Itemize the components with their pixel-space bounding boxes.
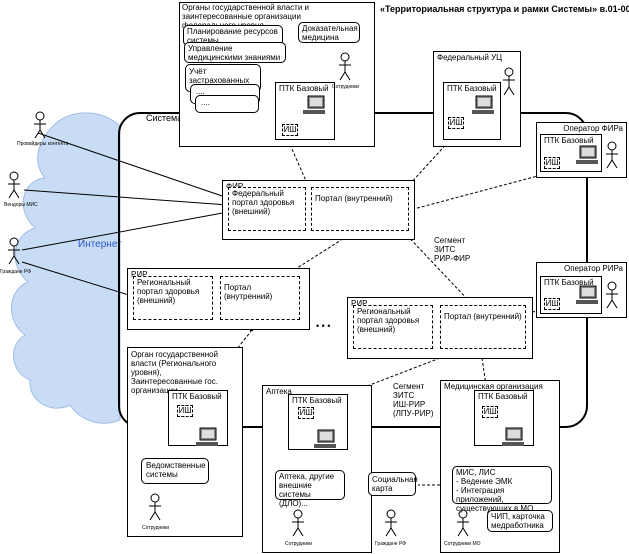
arrow-mis-vendors [23, 189, 229, 206]
ish-operator-fir: ИШ [544, 157, 560, 169]
internet-label: Интернет [78, 239, 122, 250]
ish-federal-orgs: ИШ [282, 124, 298, 136]
fir-internal-portal: Портал (внутренний) [311, 187, 409, 231]
ish-operator-rir: ИШ [544, 298, 560, 310]
actor-label: Граждане РФ [375, 541, 407, 547]
diagram-title: «Территориальная структура и рамки Систе… [380, 4, 629, 14]
pharmacy-group: Аптека [262, 385, 372, 553]
mis-lis: МИС, ЛИС - Ведение ЭМК - Интеграция прил… [452, 466, 552, 513]
system-label: Система [146, 113, 183, 123]
actor-label: Вендоры МИС [4, 202, 38, 208]
rir2-internal-portal: Портал (внутренний) [440, 305, 526, 349]
actor-label: Граждане РФ [0, 269, 32, 275]
fir-external-portal: Федеральный портал здоровья (внешний) [228, 187, 306, 231]
actor-label: Провайдеры контента [17, 141, 69, 147]
rir2-external-portal: Региональный портал здоровья (внешний) [353, 305, 433, 349]
chip-card: ЧИП, карточка медработника [487, 510, 553, 532]
actor-label: Сотрудники [332, 84, 360, 90]
segment-zits-ish-rir: Сегмент ЗИТС ИШ-РИР (ЛПУ-РИР) [393, 382, 434, 418]
ptk-med-org: ПТК Базовый [474, 390, 534, 446]
ish-federal-uc: ИШ [448, 117, 464, 129]
departmental-systems: Ведомственные системы [141, 458, 209, 484]
ptk-pharmacy: ПТК Базовый [288, 394, 348, 450]
internet-cloud [10, 112, 121, 424]
arrows [21, 132, 229, 297]
fed-item-knowledge: Управление медицинскими знаниями [184, 42, 286, 63]
ptk-regional-org: ПТК Базовый [168, 390, 228, 446]
arrow-content-providers [37, 132, 229, 199]
fed-item-evidence: Доказательная медицина [298, 22, 360, 43]
actor-label: Сотрудники [285, 541, 313, 547]
social-card: Социальная карта [368, 472, 418, 496]
arrow-citizens-rir [21, 261, 133, 297]
segment-zits-rir-fir: Сегмент ЗИТС РИР-ФИР [434, 236, 471, 263]
ish-med-org: ИШ [482, 406, 498, 418]
actor-label: Сотрудники МО [444, 541, 481, 547]
arrow-citizens-fir [21, 211, 229, 251]
rir1-internal-portal: Портал (внутренний) [220, 276, 300, 320]
ish-regional-org: ИШ [177, 405, 193, 417]
pharmacy-systems: Аптека, другие внешние системы (ДЛО)... [275, 470, 345, 508]
actor-label: Сотрудники [142, 525, 170, 531]
fed-item-more-2: .... [195, 95, 259, 113]
ish-pharmacy: ИШ [298, 407, 314, 419]
rir1-external-portal: Региональный портал здоровья (внешний) [133, 276, 213, 320]
ellipsis: • • • [316, 321, 331, 331]
